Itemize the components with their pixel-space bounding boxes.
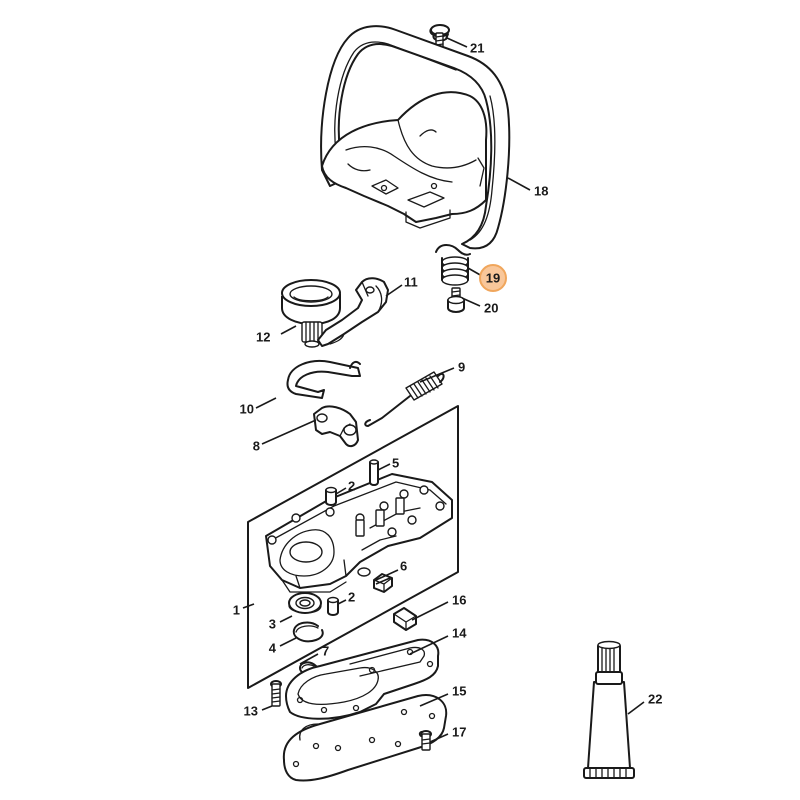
callout-7[interactable]: 7 — [322, 643, 329, 658]
highlight-ring-19 — [479, 264, 507, 292]
callout-14[interactable]: 14 — [452, 625, 467, 640]
callout-labels: 21 18 19 20 11 12 10 9 8 5 2 6 1 2 3 16 … — [233, 40, 663, 739]
clip-10[interactable] — [286, 360, 361, 399]
lever-11[interactable] — [317, 277, 389, 347]
callout-12[interactable]: 12 — [256, 329, 270, 344]
bracket-8[interactable] — [313, 405, 359, 448]
callout-17[interactable]: 17 — [452, 724, 466, 739]
bail-handle-18[interactable] — [320, 25, 511, 250]
callout-10[interactable]: 10 — [240, 401, 254, 416]
dowel-pin-5[interactable] — [369, 459, 379, 486]
callout-13[interactable]: 13 — [244, 703, 258, 718]
callout-11[interactable]: 11 — [404, 274, 418, 289]
callout-2a[interactable]: 2 — [348, 478, 355, 493]
callout-9[interactable]: 9 — [458, 359, 465, 374]
torsion-spring-19[interactable] — [435, 244, 471, 286]
screw-20[interactable] — [447, 287, 465, 313]
callout-16[interactable]: 16 — [452, 592, 466, 607]
screw-21[interactable] — [429, 24, 450, 48]
sleeve-2-upper[interactable] — [325, 486, 337, 506]
grease-tube-22[interactable] — [583, 640, 635, 779]
callout-15[interactable]: 15 — [452, 683, 466, 698]
sleeve-2-lower[interactable] — [327, 596, 339, 616]
callout-18[interactable]: 18 — [534, 183, 548, 198]
key-16[interactable] — [393, 607, 417, 631]
gear-housing-1[interactable] — [247, 405, 459, 689]
screw-17[interactable] — [420, 730, 432, 751]
callout-20[interactable]: 20 — [484, 300, 498, 315]
callout-8[interactable]: 8 — [253, 438, 260, 453]
callout-6[interactable]: 6 — [400, 558, 407, 573]
callout-2b[interactable]: 2 — [348, 589, 355, 604]
tension-spring-9[interactable] — [364, 371, 445, 427]
callout-21[interactable]: 21 — [470, 40, 484, 55]
ball-bearing-3[interactable] — [288, 592, 322, 614]
screw-13[interactable] — [270, 680, 282, 707]
gasket-14[interactable] — [285, 638, 440, 720]
circlip-4[interactable] — [292, 621, 324, 643]
callout-22[interactable]: 22 — [648, 691, 662, 706]
callout-4[interactable]: 4 — [269, 640, 277, 655]
callout-5[interactable]: 5 — [392, 455, 399, 470]
clutch-drum-12[interactable] — [281, 279, 341, 348]
callout-3[interactable]: 3 — [269, 616, 276, 631]
callout-1[interactable]: 1 — [233, 602, 240, 617]
callout-19[interactable]: 19 — [486, 270, 500, 285]
